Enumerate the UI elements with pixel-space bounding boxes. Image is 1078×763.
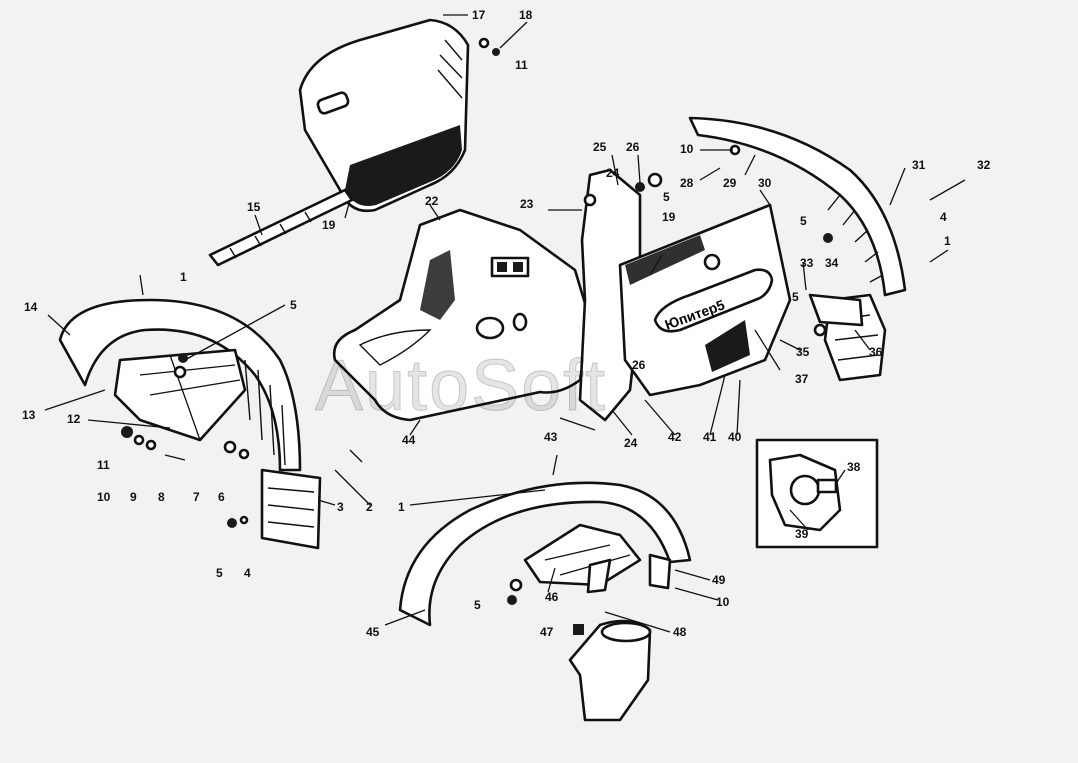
callout-1c: 1	[398, 500, 405, 514]
callout-22: 22	[425, 194, 439, 208]
toolbox-cover: Юпитер5	[618, 203, 792, 397]
callout-19: 19	[322, 218, 336, 232]
callout-42: 42	[668, 430, 682, 444]
callout-8: 8	[158, 490, 165, 504]
callout-5: 5	[663, 190, 670, 204]
callout-19b: 19	[662, 210, 676, 224]
callout-25: 25	[593, 140, 607, 154]
callout-29: 29	[723, 176, 737, 190]
callout-30: 30	[758, 176, 772, 190]
callout-43: 43	[544, 430, 558, 444]
callout-24: 24	[606, 166, 620, 180]
watermark: AutoSoft	[314, 346, 608, 427]
callout-4: 4	[940, 210, 947, 224]
callout-10c: 10	[716, 595, 730, 609]
callout-49: 49	[712, 573, 726, 587]
callout-10: 10	[680, 142, 694, 156]
bracket-15	[208, 188, 354, 267]
callout-41: 41	[703, 430, 717, 444]
callout-13: 13	[22, 408, 36, 422]
callout-40: 40	[728, 430, 742, 444]
center-housing	[332, 208, 592, 422]
leader-lines	[44, 14, 906, 633]
callout-33: 33	[800, 256, 814, 270]
callout-9: 9	[130, 490, 137, 504]
callout-36: 36	[869, 345, 883, 359]
callout-10b: 10	[97, 490, 111, 504]
callout-15: 15	[247, 200, 261, 214]
callout-4b: 4	[244, 566, 251, 580]
callout-23: 23	[520, 197, 534, 211]
callout-1b: 1	[180, 270, 187, 284]
lock-inset	[755, 438, 879, 549]
callout-5d: 5	[290, 298, 297, 312]
callout-45: 45	[366, 625, 380, 639]
callout-26b: 26	[632, 358, 646, 372]
callout-47: 47	[540, 625, 554, 639]
side-cover	[298, 18, 470, 213]
callout-37: 37	[795, 372, 809, 386]
callout-46: 46	[545, 590, 559, 604]
callout-5b: 5	[800, 214, 807, 228]
fasteners	[121, 37, 966, 635]
callout-5e: 5	[216, 566, 223, 580]
fork-leg	[568, 619, 652, 722]
callout-28: 28	[680, 176, 694, 190]
callout-34: 34	[825, 256, 839, 270]
callout-18: 18	[519, 8, 533, 22]
callout-39: 39	[795, 527, 809, 541]
callout-6: 6	[218, 490, 225, 504]
callout-31: 31	[912, 158, 926, 172]
fender-left	[58, 298, 322, 550]
callout-48: 48	[673, 625, 687, 639]
callout-11: 11	[515, 58, 528, 72]
callout-7: 7	[193, 490, 200, 504]
callout-2: 2	[366, 500, 373, 514]
callout-24b: 24	[624, 436, 638, 450]
callout-1: 1	[944, 234, 951, 248]
callout-38: 38	[847, 460, 861, 474]
callout-14: 14	[24, 300, 38, 314]
callout-32: 32	[977, 158, 991, 172]
callout-5c: 5	[792, 290, 799, 304]
callout-26: 26	[626, 140, 640, 154]
rear-fender-right	[688, 116, 907, 382]
callout-11b: 11	[97, 458, 110, 472]
callout-35: 35	[796, 345, 810, 359]
callout-44: 44	[402, 433, 416, 447]
callout-3: 3	[337, 500, 344, 514]
callout-5f: 5	[474, 598, 481, 612]
callout-12: 12	[67, 412, 81, 426]
callout-17: 17	[472, 8, 486, 22]
